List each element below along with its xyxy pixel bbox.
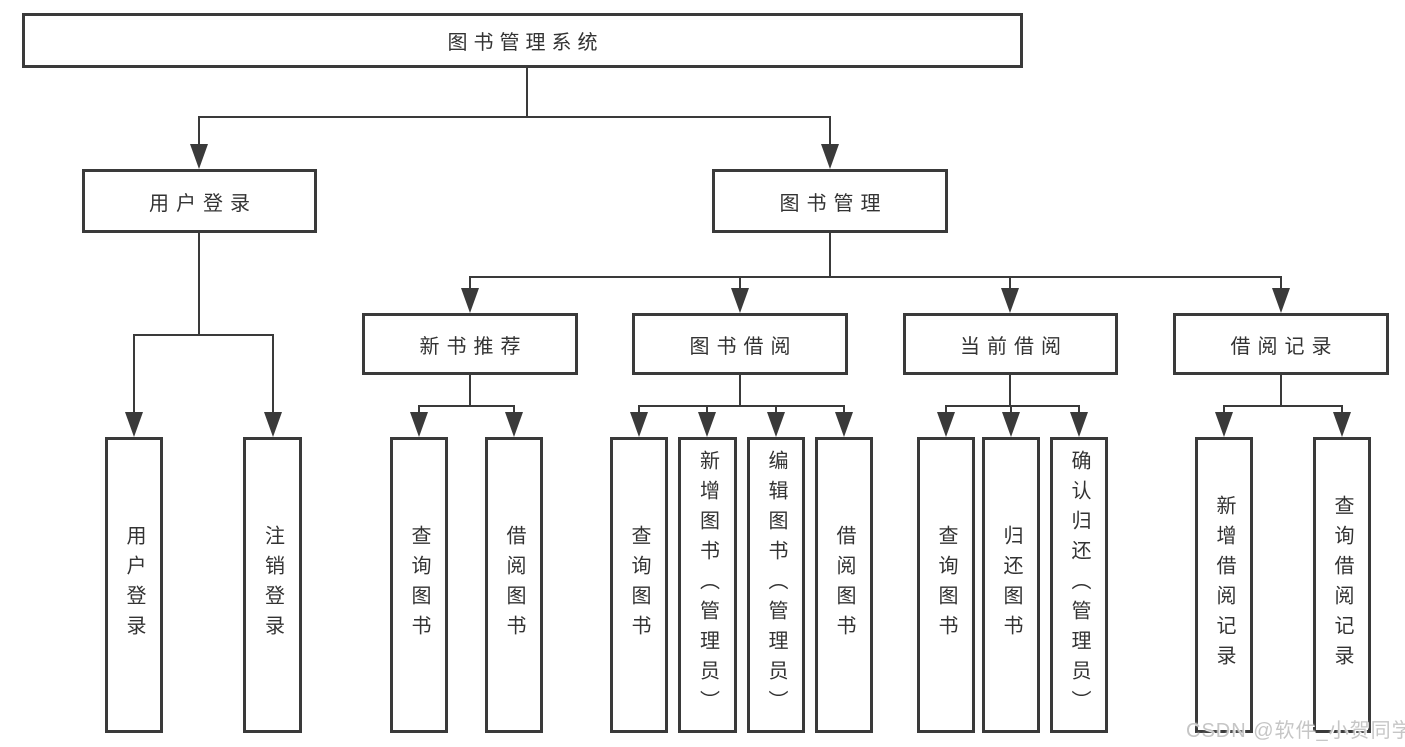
connector-line (1009, 276, 1011, 290)
leaf-borrow-books-borrow: 借阅图书 (815, 437, 873, 733)
leaf-confirm-return-admin: 确认归还（管理员） (1050, 437, 1108, 733)
connector-line (1341, 405, 1343, 415)
connector-line (198, 116, 200, 148)
connector-line (1078, 405, 1080, 415)
connector-line (706, 405, 708, 415)
arrowhead-down-icon (630, 412, 648, 437)
arrowhead-down-icon (190, 144, 208, 169)
arrowhead-down-icon (1001, 288, 1019, 313)
arrowhead-down-icon (264, 412, 282, 437)
leaf-query-books-current: 查询图书 (917, 437, 975, 733)
connector-line (739, 276, 741, 290)
csdn-watermark: CSDN @软件_小贺同学 (1186, 720, 1405, 742)
node-book-management: 图书管理 (712, 169, 948, 233)
connector-line (1010, 405, 1012, 415)
arrowhead-down-icon (821, 144, 839, 169)
arrowhead-down-icon (125, 412, 143, 437)
connector-line (469, 375, 471, 406)
leaf-query-books-borrow: 查询图书 (610, 437, 668, 733)
node-user-login: 用户登录 (82, 169, 317, 233)
connector-line (470, 276, 1282, 278)
connector-line (418, 405, 420, 415)
node-root-library-system: 图书管理系统 (22, 13, 1023, 68)
arrowhead-down-icon (1070, 412, 1088, 437)
connector-line (199, 116, 831, 118)
arrowhead-down-icon (1272, 288, 1290, 313)
node-book-borrow: 图书借阅 (632, 313, 848, 375)
leaf-query-borrow-record: 查询借阅记录 (1313, 437, 1371, 733)
connector-line (638, 405, 845, 407)
connector-line (1223, 405, 1343, 407)
connector-line (739, 375, 741, 406)
connector-line (1223, 405, 1225, 415)
arrowhead-down-icon (835, 412, 853, 437)
leaf-add-borrow-record: 新增借阅记录 (1195, 437, 1253, 733)
leaf-logout: 注销登录 (243, 437, 302, 733)
connector-line (133, 334, 135, 414)
arrowhead-down-icon (1002, 412, 1020, 437)
arrowhead-down-icon (410, 412, 428, 437)
connector-line (843, 405, 845, 415)
leaf-edit-books-admin: 编辑图书（管理员） (747, 437, 805, 733)
connector-line (829, 116, 831, 148)
connector-line (469, 276, 471, 290)
arrowhead-down-icon (767, 412, 785, 437)
leaf-return-books: 归还图书 (982, 437, 1040, 733)
connector-line (272, 334, 274, 414)
node-borrow-record: 借阅记录 (1173, 313, 1389, 375)
arrowhead-down-icon (1215, 412, 1233, 437)
connector-line (133, 334, 274, 336)
connector-line (829, 233, 831, 278)
leaf-add-books-admin: 新增图书（管理员） (678, 437, 737, 733)
arrowhead-down-icon (698, 412, 716, 437)
connector-line (418, 405, 515, 407)
connector-line (945, 405, 947, 415)
connector-line (513, 405, 515, 415)
connector-line (1009, 375, 1011, 406)
arrowhead-down-icon (505, 412, 523, 437)
leaf-query-books-recommend: 查询图书 (390, 437, 448, 733)
connector-line (638, 405, 640, 415)
arrowhead-down-icon (937, 412, 955, 437)
node-new-book-recommend: 新书推荐 (362, 313, 578, 375)
arrowhead-down-icon (461, 288, 479, 313)
leaf-user-login: 用户登录 (105, 437, 163, 733)
arrowhead-down-icon (731, 288, 749, 313)
leaf-borrow-books-recommend: 借阅图书 (485, 437, 543, 733)
connector-line (1280, 375, 1282, 406)
connector-line (198, 233, 200, 336)
connector-line (1280, 276, 1282, 290)
connector-line (775, 405, 777, 415)
node-current-borrow: 当前借阅 (903, 313, 1118, 375)
arrowhead-down-icon (1333, 412, 1351, 437)
connector-line (526, 68, 528, 118)
connector-line (945, 405, 1080, 407)
